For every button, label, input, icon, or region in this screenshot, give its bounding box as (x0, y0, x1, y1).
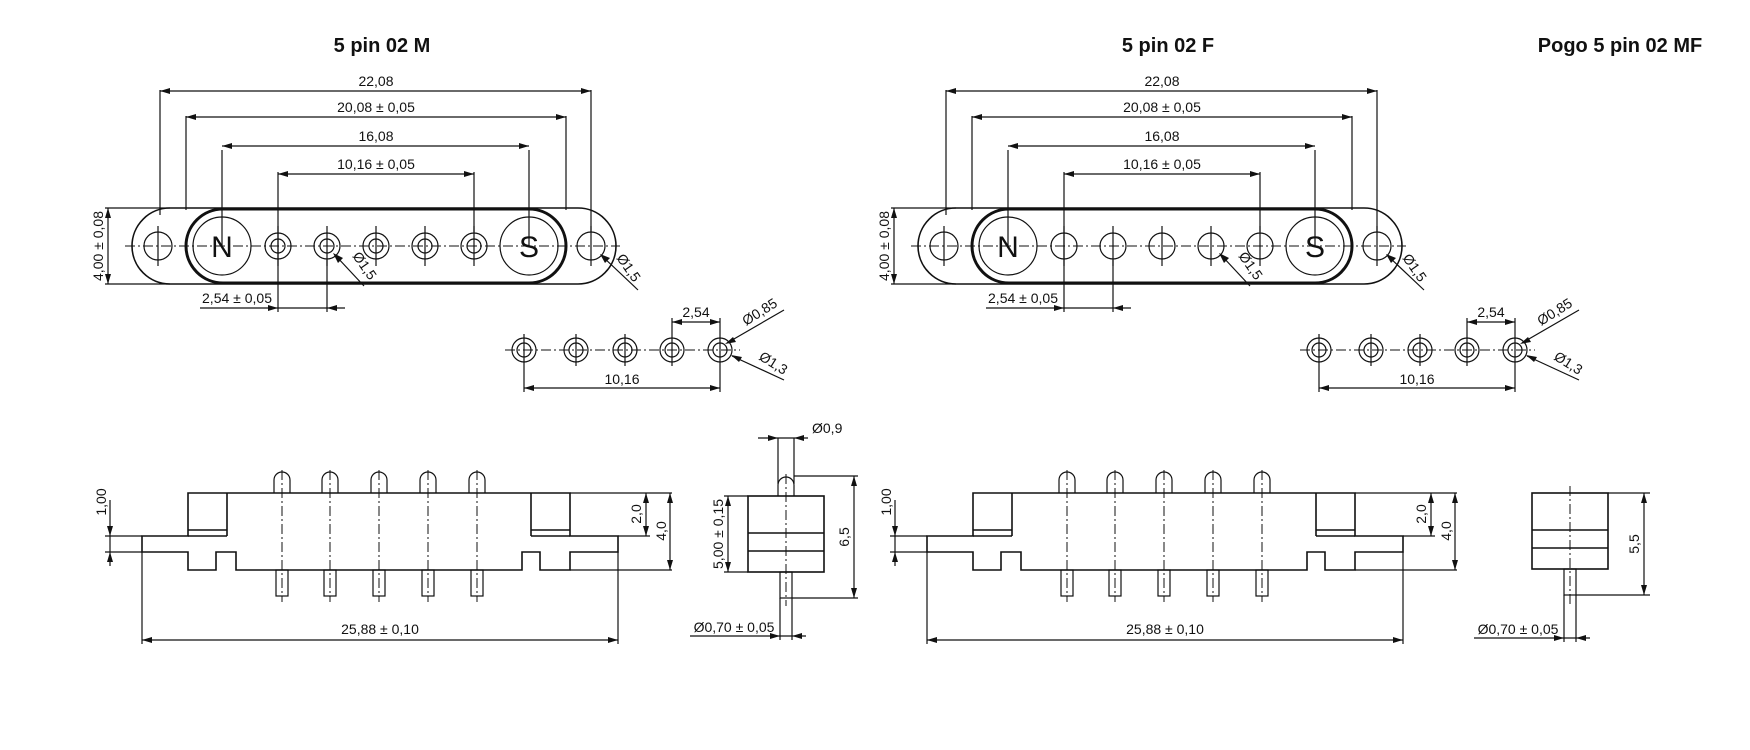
title-male: 5 pin 02 M (334, 35, 431, 57)
magnet-label-n: N (211, 231, 233, 264)
male-side-pins (273, 470, 486, 602)
title-pogo: Pogo 5 pin 02 MF (1538, 35, 1702, 57)
male-end-tip-dia: Ø0,9 (812, 420, 843, 436)
female-magnet-label-n: N (997, 231, 1019, 264)
male-top-view: N S 22,08 20,08 ± 0,05 1 (90, 73, 644, 312)
male-dim-magnet-centers: 16,08 (358, 128, 393, 144)
female-magnet-label-s: S (1305, 231, 1325, 264)
female-end-tail-dia: Ø0,70 ± 0,05 (1478, 621, 1559, 637)
pcb-left-pitch: 2,54 (682, 304, 709, 320)
male-body-outline (131, 207, 617, 285)
male-dim-mount-dia: Ø1,5 (614, 251, 645, 285)
female-top-view: N S 22,08 20,08 ± 0,05 16,08 (876, 73, 1430, 312)
female-dim-mount-dia: Ø1,5 (1400, 251, 1431, 285)
female-dim-magnet-outer: 20,08 ± 0,05 (1123, 99, 1201, 115)
male-side-flange: 1,00 (93, 488, 109, 515)
female-dim-pitch: 2,54 ± 0,05 (988, 290, 1058, 306)
male-end-tail-dia: Ø0,70 ± 0,05 (694, 619, 775, 635)
pcb-right-span: 10,16 (1399, 371, 1434, 387)
male-side-length: 25,88 ± 0,10 (341, 621, 419, 637)
female-end-view: 5,5 Ø0,70 ± 0,05 (1474, 486, 1650, 642)
female-body-outline (917, 207, 1403, 285)
male-side-view: 1,00 2,0 4,0 25,88 ± 0,10 (93, 470, 673, 644)
magnet-label-s: S (519, 231, 539, 264)
male-dim-magnet-outer: 20,08 ± 0,05 (337, 99, 415, 115)
female-dim-pin-span: 10,16 ± 0,05 (1123, 156, 1201, 172)
female-side-step: 2,0 (1413, 504, 1429, 524)
female-side-outline (926, 492, 1404, 571)
pcb-left-pad-dia: Ø1,3 (756, 348, 790, 378)
female-side-height: 4,0 (1438, 521, 1454, 541)
title-female: 5 pin 02 F (1122, 35, 1214, 57)
male-side-height: 4,0 (653, 521, 669, 541)
female-dim-height: 4,00 ± 0,08 (876, 211, 892, 281)
male-end-total-height: 6,5 (836, 527, 852, 547)
female-side-view: 1,00 2,0 4,0 25,88 ± 0,10 (878, 470, 1458, 644)
male-end-view: Ø0,9 5,00 ± 0,15 6,5 Ø0,70 ± 0,05 (690, 420, 858, 640)
male-side-step: 2,0 (628, 504, 644, 524)
male-end-body-height: 5,00 ± 0,15 (710, 499, 726, 569)
female-end-total-height: 5,5 (1626, 534, 1642, 554)
female-side-length: 25,88 ± 0,10 (1126, 621, 1204, 637)
female-side-pins (1058, 470, 1271, 602)
female-dim-pin-dia: Ø1,5 (1236, 249, 1267, 283)
pcb-left-span: 10,16 (604, 371, 639, 387)
pcb-right-pitch: 2,54 (1477, 304, 1504, 320)
male-dim-overall: 22,08 (358, 73, 393, 89)
female-side-flange: 1,00 (878, 488, 894, 515)
male-dim-height: 4,00 ± 0,08 (90, 211, 106, 281)
male-dim-pitch: 2,54 ± 0,05 (202, 290, 272, 306)
pcb-footprint-right: 2,54 10,16 Ø0,85 Ø1,3 (1300, 295, 1586, 392)
female-dim-magnet-centers: 16,08 (1144, 128, 1179, 144)
pcb-right-pad-dia: Ø1,3 (1551, 348, 1585, 378)
male-dim-pin-span: 10,16 ± 0,05 (337, 156, 415, 172)
pcb-footprint-left: 2,54 10,16 Ø0,85 Ø1,3 (505, 295, 791, 392)
female-dim-overall: 22,08 (1144, 73, 1179, 89)
male-side-outline (141, 492, 619, 571)
